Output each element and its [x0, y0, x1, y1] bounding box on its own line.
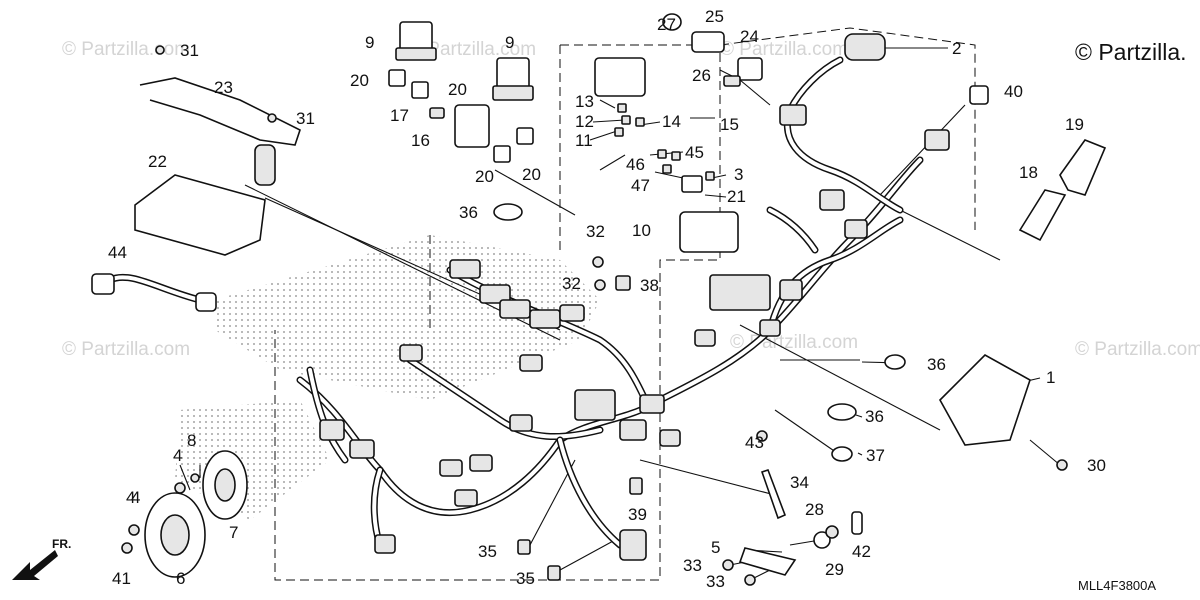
- unit-10: [679, 211, 739, 253]
- watermark: © Partzilla.com: [720, 39, 848, 60]
- callout: 38: [640, 276, 659, 295]
- callout: 5: [711, 538, 720, 557]
- callout: 42: [852, 542, 871, 561]
- callout: 19: [1065, 115, 1084, 134]
- callout: 39: [628, 505, 647, 524]
- callout: 34: [790, 473, 809, 492]
- watermark: © Partzilla.com: [62, 339, 190, 360]
- diagram-code: MLL4F3800A: [1078, 578, 1156, 593]
- callout: 31: [180, 41, 199, 60]
- callout-labels: 1 2 3 4 4 4 5 6 7 8 9 9 10 11 12 13 14 1…: [108, 7, 1106, 591]
- control-unit-1: [939, 354, 1031, 446]
- callout: 2: [952, 39, 961, 58]
- callout: 3: [734, 165, 743, 184]
- callout: 47: [631, 176, 650, 195]
- callout: 9: [365, 33, 374, 52]
- callout: 1: [1046, 368, 1055, 387]
- callout: 33: [706, 572, 725, 591]
- callout: 8: [187, 431, 196, 450]
- callout: 26: [692, 66, 711, 85]
- callout: 17: [390, 106, 409, 125]
- callout: 15: [720, 115, 739, 134]
- callout: 20: [448, 80, 467, 99]
- brand-mark: © Partzilla.: [1075, 39, 1187, 65]
- callout: 4: [126, 488, 135, 507]
- callout: 7: [229, 523, 238, 542]
- callout: 31: [296, 109, 315, 128]
- callout: 36: [865, 407, 884, 426]
- callout: 12: [575, 112, 594, 131]
- callout: 36: [927, 355, 946, 374]
- callout: 20: [350, 71, 369, 90]
- callout: 28: [805, 500, 824, 519]
- watermark-layer: © Partzilla.com © Partzilla.com © Partzi…: [62, 39, 1200, 360]
- callout: 24: [740, 27, 759, 46]
- callout: 21: [727, 187, 746, 206]
- callout: 6: [176, 569, 185, 588]
- watermark: © Partzilla.com: [1075, 339, 1200, 360]
- fuse-box-15: [594, 57, 646, 97]
- callout: 11: [575, 131, 593, 150]
- callout: 43: [745, 433, 764, 452]
- shaded-area: [215, 235, 600, 400]
- callout: 33: [683, 556, 702, 575]
- shaded-area: [175, 400, 330, 520]
- callout: 16: [411, 131, 430, 150]
- callout: 4: [131, 488, 140, 507]
- callout: 20: [475, 167, 494, 186]
- callout: 22: [148, 152, 167, 171]
- bracket-23: [139, 77, 301, 146]
- callout: 13: [575, 92, 594, 111]
- callout: 10: [632, 221, 651, 240]
- callout: 20: [522, 165, 541, 184]
- callout: 35: [478, 542, 497, 561]
- callout: 14: [662, 112, 681, 131]
- callout: 41: [112, 569, 131, 588]
- callout: 40: [1004, 82, 1023, 101]
- callout: 29: [825, 560, 844, 579]
- callout: 45: [685, 143, 704, 162]
- watermark: © Partzilla.com: [62, 39, 190, 60]
- watermark: © Partzilla.com: [408, 39, 536, 60]
- parts: [91, 13, 1107, 586]
- callout: 4: [173, 446, 182, 465]
- callout: 36: [459, 203, 478, 222]
- front-arrow: FR.: [12, 537, 71, 580]
- callout: 18: [1019, 163, 1038, 182]
- harness-connectors: [319, 104, 950, 561]
- ecu-22: [134, 174, 266, 256]
- callout: 30: [1087, 456, 1106, 475]
- callout: 27: [657, 15, 676, 34]
- callout: 32: [562, 274, 581, 293]
- callout: 46: [626, 155, 645, 174]
- callout: 32: [586, 222, 605, 241]
- callout: 25: [705, 7, 724, 26]
- callout: 23: [214, 78, 233, 97]
- callout: 44: [108, 243, 127, 262]
- callout: 9: [505, 33, 514, 52]
- callout: 35: [516, 569, 535, 588]
- front-label: FR.: [52, 537, 71, 551]
- callout: 37: [866, 446, 885, 465]
- flasher-unit-16: [454, 104, 490, 148]
